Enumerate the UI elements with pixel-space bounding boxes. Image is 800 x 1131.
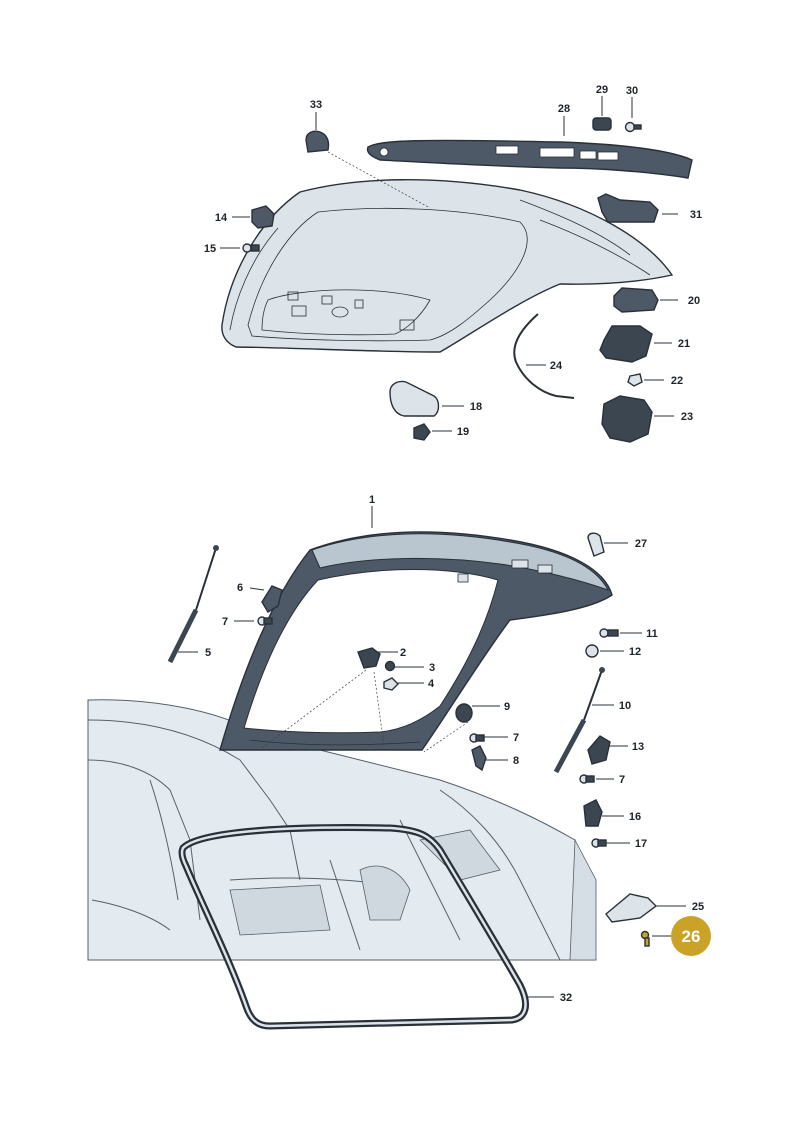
- clip-29: [592, 117, 612, 131]
- callout-23: 23: [681, 411, 693, 423]
- tailgate-inner-trim-panel: [221, 179, 674, 353]
- bracket-8: [471, 745, 487, 772]
- screw-17: [591, 838, 607, 848]
- callout-16: 16: [629, 811, 641, 823]
- callout-31: 31: [690, 209, 702, 221]
- screw-7-left: [257, 616, 273, 626]
- cable-24: [513, 313, 575, 399]
- screw-7-right: [579, 774, 595, 784]
- callout-25: 25: [692, 901, 704, 913]
- callout-28: 28: [558, 103, 570, 115]
- spoiler-trim-28: [366, 139, 693, 179]
- callout-14: 14: [215, 212, 228, 224]
- callout-24: 24: [550, 360, 563, 372]
- callout-7-mid: 7: [513, 732, 519, 744]
- screw-26: [640, 930, 650, 947]
- cap-12: [585, 644, 599, 658]
- grommet-9: [455, 703, 473, 723]
- gas-strut-5: [167, 545, 219, 664]
- nut-3: [384, 660, 396, 672]
- callout-6: 6: [237, 582, 243, 594]
- part-20: [613, 287, 659, 313]
- callout-7-left: 7: [222, 616, 228, 628]
- gas-strut-10: [553, 667, 605, 774]
- nut-19: [413, 423, 431, 441]
- callout-32: 32: [560, 992, 572, 1004]
- callout-1: 1: [369, 494, 375, 506]
- callout-10: 10: [619, 700, 631, 712]
- callout-26: 26: [682, 927, 701, 946]
- callout-5: 5: [205, 647, 211, 659]
- callout-20: 20: [688, 295, 700, 307]
- callout-13: 13: [632, 741, 644, 753]
- callout-2: 2: [400, 647, 406, 659]
- callout-19: 19: [457, 426, 469, 438]
- callout-26-highlight[interactable]: 26: [671, 916, 711, 956]
- tailgate-1: [219, 531, 613, 751]
- actuator-18: [389, 380, 440, 417]
- screw-15: [242, 243, 260, 253]
- bracket-13: [587, 735, 611, 765]
- callout-8: 8: [513, 755, 519, 767]
- cap-33: [305, 130, 330, 153]
- callout-30: 30: [626, 85, 638, 97]
- pad-16: [583, 799, 603, 827]
- callout-3: 3: [429, 662, 435, 674]
- lock-21: [599, 325, 653, 363]
- callout-labels: 33 28 29 30 31 14 15 20 21 22 23 24 18 1…: [204, 84, 704, 1004]
- callout-33: 33: [310, 99, 322, 111]
- bracket-31: [597, 193, 659, 223]
- screw-7-mid: [469, 733, 485, 743]
- callout-17: 17: [635, 838, 647, 850]
- callout-11: 11: [646, 628, 658, 640]
- striker-25: [605, 893, 658, 923]
- callout-12: 12: [629, 646, 641, 658]
- hinge-6: [261, 585, 283, 613]
- clip-14: [251, 205, 275, 229]
- callout-27: 27: [635, 538, 647, 550]
- callout-7-right: 7: [619, 774, 625, 786]
- callout-4: 4: [428, 678, 435, 690]
- clip-11: [599, 628, 619, 638]
- leader-lines: [178, 96, 686, 998]
- callout-18: 18: [470, 401, 482, 413]
- screw-30: [624, 121, 642, 133]
- nut-4: [383, 677, 399, 691]
- motor-23: [601, 395, 653, 443]
- callout-9: 9: [504, 701, 510, 713]
- callout-15: 15: [204, 243, 216, 255]
- nut-22: [627, 373, 643, 387]
- callout-21: 21: [678, 338, 690, 350]
- callout-29: 29: [596, 84, 608, 96]
- latch-2: [357, 647, 381, 669]
- callout-22: 22: [671, 375, 683, 387]
- cap-27: [587, 532, 605, 557]
